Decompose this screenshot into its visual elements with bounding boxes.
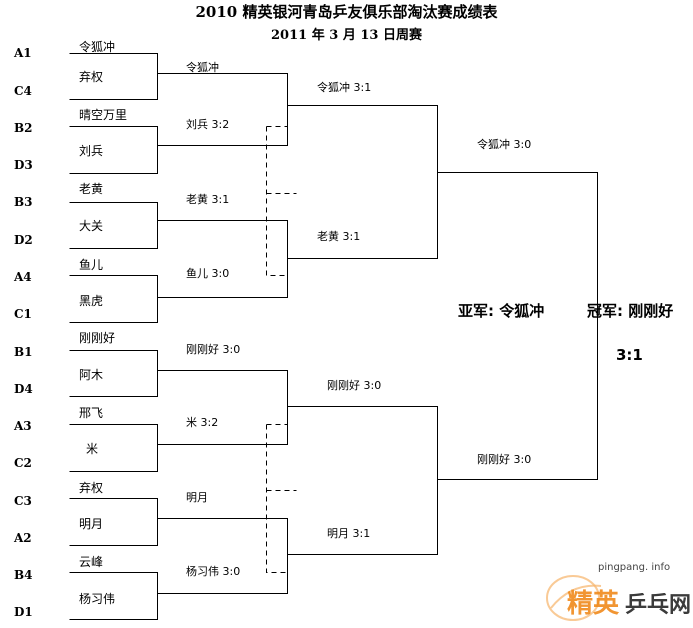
seed-label: D4: [14, 382, 33, 396]
round1-result: 令狐冲: [186, 61, 219, 74]
round1-result: 鱼儿 3:0: [186, 267, 230, 280]
player-name: 弃权: [79, 70, 104, 84]
seed-label: B1: [14, 345, 33, 359]
round1-result: 老黄 3:1: [186, 193, 230, 206]
watermark-logo: 精英 乒乓网: [546, 575, 691, 621]
player-name: 令狐冲: [79, 40, 116, 54]
seed-label: A4: [14, 270, 32, 284]
round1-result: 米 3:2: [186, 416, 219, 429]
champion-label: 冠军: 刚刚好: [587, 302, 674, 320]
svg-text:精英: 精英: [567, 589, 620, 619]
round1-result: 杨习伟 3:0: [186, 565, 241, 578]
seed-label: C2: [14, 456, 32, 470]
round2-result: 明月 3:1: [327, 527, 371, 540]
player-name: 晴空万里: [79, 108, 128, 122]
player-name: 黑虎: [79, 294, 104, 308]
svg-text:乒乓网: 乒乓网: [625, 593, 691, 618]
seed-label: D3: [14, 158, 33, 172]
seed-label: C1: [14, 307, 32, 321]
player-name: 弃权: [79, 481, 104, 495]
player-name: 杨习伟: [79, 592, 116, 606]
round2-result: 刚刚好 3:0: [327, 379, 382, 392]
player-name: 刚刚好: [79, 331, 116, 345]
seed-label: B2: [14, 121, 33, 135]
player-name: 老黄: [79, 182, 104, 196]
page-title: 2010 精英银河青岛乒友俱乐部淘汰赛成绩表: [195, 3, 498, 21]
player-name: 刘兵: [79, 144, 104, 158]
player-name: 鱼儿: [79, 258, 104, 272]
round1-result: 刚刚好 3:0: [186, 343, 241, 356]
player-name: 大关: [79, 219, 104, 233]
seed-label: A1: [14, 46, 32, 60]
round1-result: 明月: [186, 491, 208, 504]
round2-result: 老黄 3:1: [317, 230, 361, 243]
seed-label: B4: [14, 568, 33, 582]
round2-result: 令狐冲 3:1: [317, 81, 372, 94]
round1-result: 刘兵 3:2: [186, 118, 230, 131]
player-name: 邢飞: [79, 406, 104, 420]
final-score: 3:1: [616, 346, 643, 364]
seed-label: B3: [14, 195, 33, 209]
seed-label: D2: [14, 233, 33, 247]
semifinal-result: 令狐冲 3:0: [477, 138, 532, 151]
player-name: 云峰: [79, 555, 104, 569]
seed-label: C3: [14, 494, 32, 508]
page-subtitle: 2011 年 3 月 13 日周赛: [271, 28, 422, 43]
watermark-url: pingpang. info: [598, 562, 671, 573]
player-name: 米: [86, 442, 99, 456]
seed-label: A3: [14, 419, 32, 433]
runner-up-label: 亚军: 令狐冲: [458, 302, 545, 320]
player-name: 阿木: [79, 368, 104, 382]
seed-label: A2: [14, 531, 32, 545]
player-name: 明月: [79, 517, 104, 531]
seed-label: D1: [14, 605, 33, 619]
seed-label: C4: [14, 84, 32, 98]
semifinal-result: 刚刚好 3:0: [477, 453, 532, 466]
